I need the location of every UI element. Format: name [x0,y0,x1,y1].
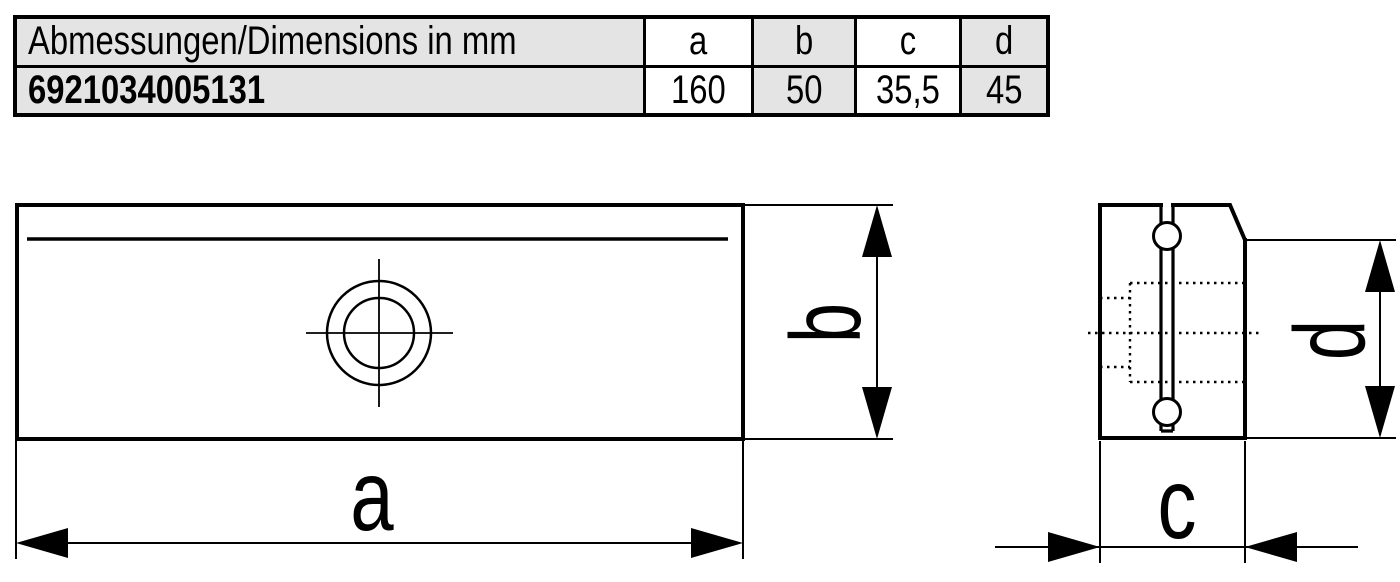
dim-b-arrow-down [862,387,892,439]
table-value-c: 35,5 [857,67,959,113]
table-header-title-cell: Abmessungen/Dimensions in mm [17,19,643,65]
dim-d-arrow-up [1365,240,1395,292]
dim-d-arrow-down [1365,386,1395,438]
table-header-col-b: b [754,19,854,65]
table-part-number-cell: 6921034005131 [17,67,643,113]
front-view [15,203,745,441]
value-d: 45 [985,67,1023,112]
dim-c-arrow-inward-right [1048,532,1100,562]
table-header-col-d: d [962,19,1046,65]
table-header-col-c: c [857,19,959,65]
side-view [1088,203,1262,440]
dim-a-arrow-right [691,528,743,558]
value-a: 160 [671,67,726,112]
table-header-col-a: a [646,19,751,65]
table-header-title: Abmessungen/Dimensions in mm [28,19,517,64]
col-b-label: b [794,19,814,64]
front-body-outline [15,203,745,441]
col-a-label: a [689,19,708,64]
dimensions-table: Abmessungen/Dimensions in mm a b c d 692… [13,15,1050,117]
dim-b-arrow-up [862,205,892,257]
table-value-d: 45 [962,67,1046,113]
dim-c-label: c [1158,449,1197,561]
dimension-b: b [743,204,893,440]
dim-c-arrow-inward-left [1245,532,1297,562]
part-number: 6921034005131 [28,67,266,112]
dim-a-label: a [350,441,393,553]
table-value-a: 160 [646,67,751,113]
value-c: 35,5 [876,67,940,112]
dimension-d: d [1245,239,1396,439]
value-b: 50 [785,67,823,112]
hidden-lines [1088,281,1262,384]
dimension-c: c [995,441,1358,563]
slot-circle-bottom [1152,397,1182,427]
dim-d-label: d [1274,320,1385,360]
dim-b-label: b [770,303,881,343]
side-body-outline [1098,203,1248,440]
dimension-a: a [15,441,744,559]
table-value-b: 50 [754,67,854,113]
slot-circle-top [1152,221,1182,251]
col-c-label: c [899,19,917,64]
dim-a-arrow-left [16,528,68,558]
col-d-label: d [994,19,1014,64]
